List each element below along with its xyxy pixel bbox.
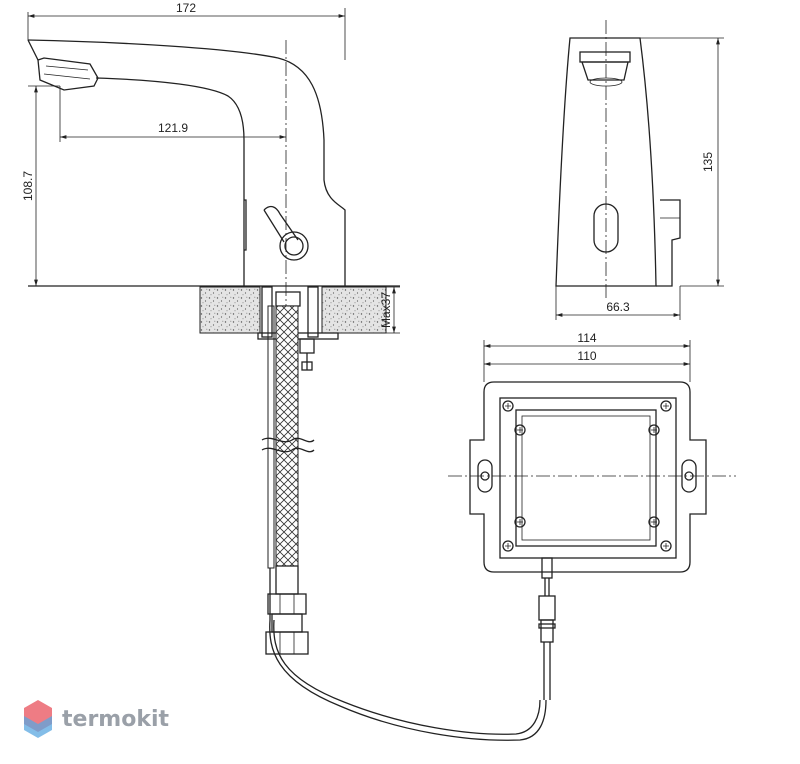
screw-6-slot — [651, 427, 657, 433]
faucet-side-view: 135 66.3 — [555, 20, 724, 320]
hose-ferrule — [275, 565, 299, 595]
screw-5 — [514, 424, 526, 436]
screw-8 — [648, 516, 660, 528]
sensor-window-front — [244, 199, 247, 251]
break-mark-bottom — [261, 447, 315, 453]
hose-nut-top — [275, 291, 301, 307]
dim-label-max37: Max37 — [379, 292, 393, 328]
screws — [502, 400, 672, 552]
screw-2 — [660, 400, 672, 412]
screw-7-slot — [517, 519, 523, 525]
screw-7 — [514, 516, 526, 528]
rod-end — [301, 361, 313, 371]
side-aerator-top — [579, 51, 631, 63]
screw-4-slot — [663, 543, 669, 549]
connector-plug — [540, 619, 554, 643]
side-aerator — [581, 61, 629, 81]
screw-4 — [660, 540, 672, 552]
hose-nut-bottom — [265, 631, 309, 655]
control-box-body — [499, 397, 677, 559]
faucet-front-view: 172 121.9 108.7 Max37 — [21, 1, 547, 741]
dim-label-110: 110 — [577, 349, 596, 363]
sensor-cable-line-inner — [273, 619, 541, 735]
aerator — [37, 57, 99, 91]
lever-handle-edge — [263, 209, 285, 243]
screw-8-slot — [651, 519, 657, 525]
lever-knob-inner — [284, 236, 304, 256]
cable-gland — [541, 557, 553, 579]
lever-handle — [263, 205, 299, 241]
shank-right — [307, 286, 319, 338]
faucet-body-outer — [27, 39, 346, 286]
aerator-detail — [43, 65, 91, 80]
screw-3 — [502, 540, 514, 552]
screw-3-slot — [505, 543, 511, 549]
counter-slab-right — [321, 286, 387, 334]
lock-nut — [299, 338, 315, 354]
dim-label-66: 66.3 — [606, 300, 630, 314]
dim-label-135: 135 — [701, 152, 715, 172]
screw-5-slot — [517, 427, 523, 433]
sensor-cable-line-outer — [269, 568, 547, 741]
termokit-watermark: termokit — [24, 700, 169, 738]
sensor-cable-channel — [267, 305, 275, 569]
dim-label-108: 108.7 — [21, 171, 35, 201]
control-box-cover — [515, 409, 657, 547]
shank-left — [261, 286, 273, 338]
break-mark-top — [261, 437, 315, 443]
watermark-brand: termokit — [62, 707, 169, 732]
spout-tip — [27, 39, 39, 61]
screw-1-slot — [505, 403, 511, 409]
counter-slab-left — [199, 286, 261, 334]
watermark-logo-bottom — [24, 716, 52, 738]
connector-body — [538, 595, 556, 621]
control-box-view: 114 110 — [448, 331, 736, 700]
hose-nut-hex — [267, 593, 307, 615]
screw-6 — [648, 424, 660, 436]
dim-label-121: 121.9 — [158, 121, 188, 135]
hose-fitting-thread — [271, 613, 303, 633]
dim-label-114: 114 — [577, 331, 596, 345]
control-box-cover-inner — [521, 415, 651, 541]
dim-label-172: 172 — [176, 1, 196, 15]
side-lever — [656, 199, 681, 287]
screw-1 — [502, 400, 514, 412]
connector-ring — [538, 623, 556, 629]
lever-knob — [279, 231, 309, 261]
screw-2-slot — [663, 403, 669, 409]
faucet-body-inner — [95, 77, 245, 286]
control-box-flange — [469, 381, 707, 573]
braided-hose — [275, 305, 299, 567]
